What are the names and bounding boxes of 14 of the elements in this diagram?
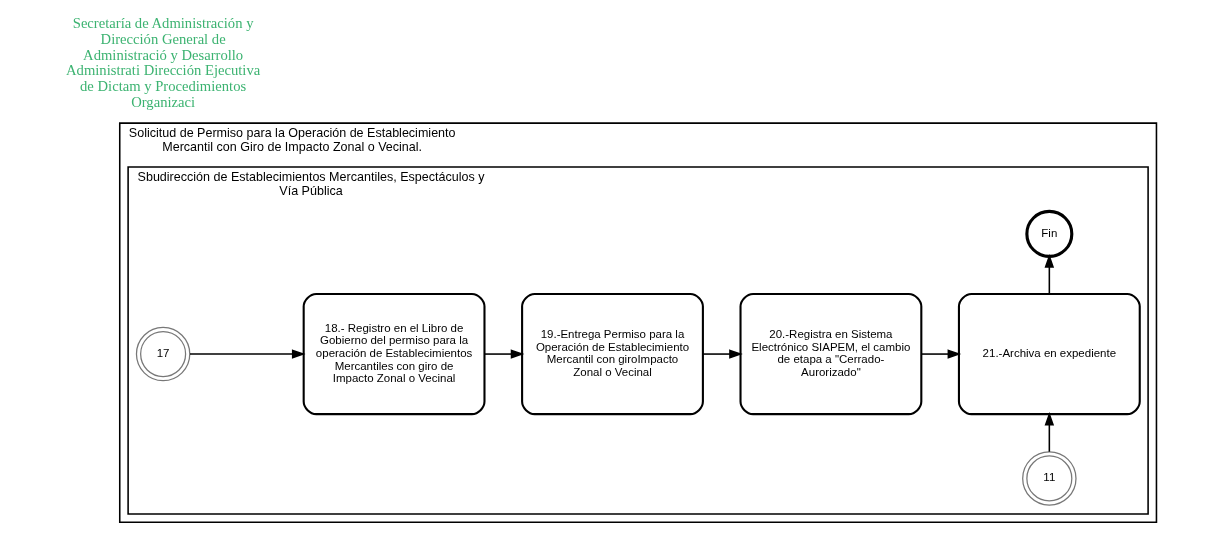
node-circle: 11 (1022, 451, 1077, 506)
arrow (1044, 411, 1055, 453)
node-box: 21.-Archiva en expediente (957, 292, 1141, 416)
node-box: 19.-Entrega Permiso para la Operación de Establecimiento Mercantil con giroImpacto Zonal o Vecinal (521, 292, 704, 416)
arrow (189, 349, 306, 359)
node-box: 20.-Registra en Sistema Electrónico SIAPEM, el cambio de etapa a "Cerrado-Aurorizado" (739, 292, 923, 416)
node-box: 18.- Registro en el Libro de Gobierno del permiso para la operación de Establecimientos Mercantiles con giro de Impacto Zonal o Vecinal (302, 292, 486, 416)
arrow (702, 349, 743, 359)
arrow (1044, 254, 1055, 295)
node-circle: 17 (135, 326, 191, 382)
node-circle: Fin (1025, 209, 1074, 258)
arrow (483, 349, 525, 359)
arrow (920, 349, 962, 359)
label: Secretaría de Administración y Dirección General de Administració y Desarrollo Administrati Dirección Ejecutiva de Dictam y Procedimientos Organizaci (66, 15, 261, 110)
